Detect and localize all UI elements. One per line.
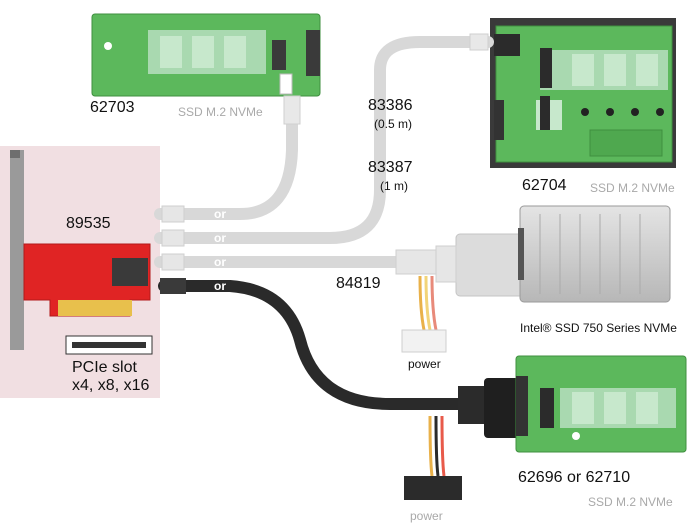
intel-ssd-750	[518, 205, 671, 303]
product-number-62696-62710: 62696 or 62710	[518, 469, 631, 486]
cable-length-83386: (0.5 m)	[374, 117, 413, 131]
adapter-62696-board	[515, 355, 687, 453]
or-label-3: or	[214, 255, 226, 269]
or-label-1: or	[214, 207, 226, 221]
or-label-4: or	[214, 279, 226, 293]
product-caption-62696: SSD M.2 NVMe	[588, 495, 673, 509]
intel-ssd-label: Intel® SSD 750 Series NVMe	[520, 321, 677, 335]
product-number-62704: 62704	[522, 177, 567, 194]
product-number-83386: 83386	[368, 97, 413, 114]
pcie-slot-widths: x4, x8, x16	[72, 377, 150, 394]
u2-connector-black	[404, 378, 528, 500]
product-caption-62703: SSD M.2 NVMe	[178, 105, 263, 119]
product-number-89535: 89535	[66, 215, 111, 232]
product-number-84819: 84819	[336, 275, 381, 292]
pcie-slot-label: PCIe slot	[72, 359, 137, 376]
adapter-62704-board	[490, 18, 676, 168]
pcie-card-89535	[10, 150, 153, 355]
power-label-1: power	[408, 357, 441, 371]
power-label-2: power	[410, 509, 443, 523]
grey-cables	[154, 33, 494, 271]
product-number-83387: 83387	[368, 159, 413, 176]
product-caption-62704: SSD M.2 NVMe	[590, 181, 675, 195]
cable-length-83387: (1 m)	[380, 179, 408, 193]
product-number-62703: 62703	[90, 99, 135, 116]
or-label-2: or	[214, 231, 226, 245]
u2-connector-grey	[395, 233, 527, 353]
black-cable	[158, 278, 466, 410]
adapter-62703-board	[91, 13, 321, 97]
